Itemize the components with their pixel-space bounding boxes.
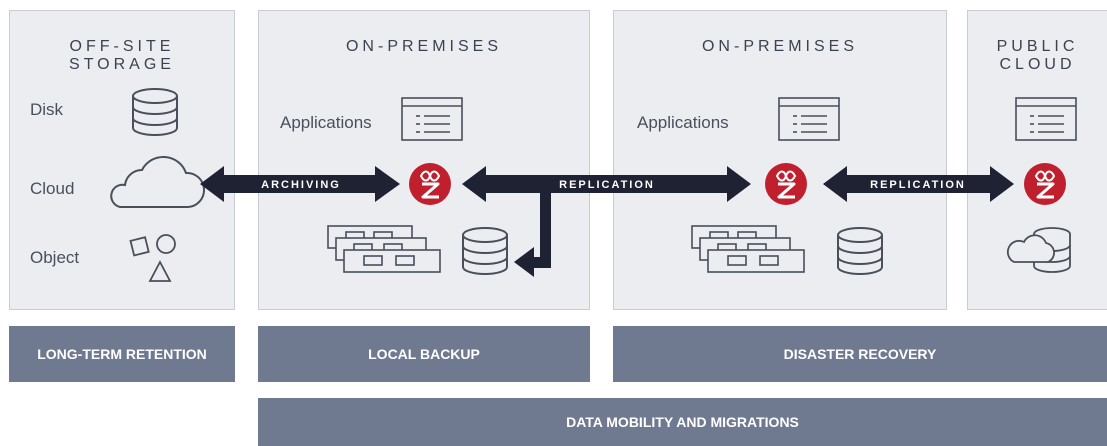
replication-arrow-label: REPLICATION: [559, 179, 655, 191]
long-term-retention-bar: LONG-TERM RETENTION: [9, 326, 235, 382]
panel-title-line1: OFF-SITE: [69, 38, 175, 55]
panel-title: ON-PREMISES: [701, 38, 858, 55]
zerto-logo-icon: [409, 163, 451, 205]
local-backup-bar: LOCAL BACKUP: [258, 326, 590, 382]
replication-arrow-label: REPLICATION: [870, 179, 966, 191]
disk-label: Disk: [30, 100, 64, 119]
disaster-recovery-bar: DISASTER RECOVERY: [613, 326, 1107, 382]
panel-title-line2: CLOUD: [999, 56, 1076, 73]
object-label: Object: [30, 248, 80, 267]
application-window-icon: [1015, 97, 1077, 141]
panel-title: ON-PREMISES: [345, 38, 502, 55]
applications-label: Applications: [280, 113, 372, 132]
zerto-logo-icon: [765, 163, 807, 205]
panel-title-line1: PUBLIC: [996, 38, 1079, 55]
object-shapes-icon: [129, 234, 176, 282]
replication-arrow-1: REPLICATION: [462, 166, 751, 277]
panel-on-premises-2: ON-PREMISES Applications: [613, 10, 947, 310]
application-window-icon: [778, 97, 840, 141]
panel-offsite-storage: OFF-SITE STORAGE Disk Cloud Object: [9, 10, 235, 310]
server-stack-icon: [691, 225, 805, 273]
cloud-label: Cloud: [30, 179, 75, 198]
database-icon: [462, 227, 508, 275]
archiving-arrow: ARCHIVING: [200, 166, 400, 202]
cloud-database-icon: [1006, 227, 1071, 273]
database-icon: [837, 227, 883, 275]
application-window-icon: [401, 97, 463, 141]
server-stack-icon: [327, 225, 441, 273]
archiving-arrow-label: ARCHIVING: [261, 179, 341, 191]
panel-title-line2: STORAGE: [69, 56, 175, 73]
database-icon: [132, 88, 178, 136]
replication-arrow-2: REPLICATION: [823, 166, 1014, 202]
zerto-logo-icon: [1024, 163, 1066, 205]
applications-label: Applications: [637, 113, 729, 132]
data-mobility-bar: DATA MOBILITY AND MIGRATIONS: [258, 398, 1107, 446]
cloud-icon: [110, 156, 205, 208]
